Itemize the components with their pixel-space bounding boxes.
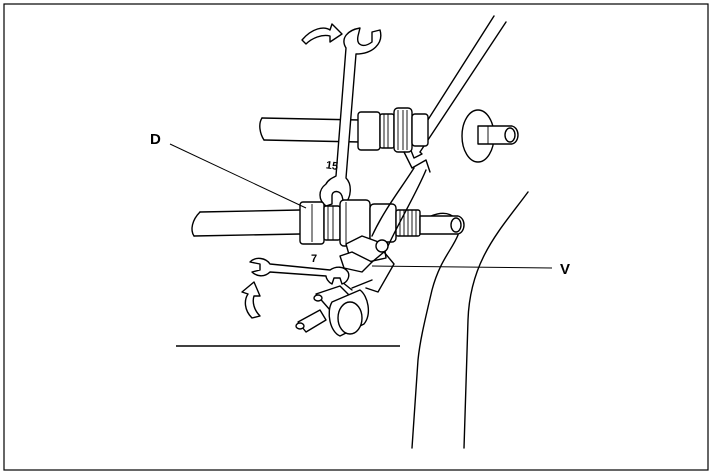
wrench-7-size: 7	[311, 253, 317, 265]
wrench-15	[319, 27, 382, 207]
main-pipe-assembly	[191, 199, 465, 247]
leader-d	[169, 143, 307, 209]
diagram-border	[3, 3, 709, 471]
curved-arrow-right-icon	[301, 23, 343, 45]
housing-inner-curve	[411, 212, 460, 449]
label-d: D	[150, 131, 161, 148]
upper-pipe-assembly	[259, 107, 429, 153]
upper-spindle	[461, 109, 519, 163]
wrench-7	[249, 257, 350, 285]
curved-arrow-up-icon	[241, 281, 261, 319]
wrench-15-size: 15	[325, 159, 339, 173]
clamp-and-cylinder	[295, 279, 373, 337]
leader-v	[371, 265, 553, 269]
housing-outer-curve	[463, 191, 529, 449]
label-v: V	[560, 261, 570, 278]
